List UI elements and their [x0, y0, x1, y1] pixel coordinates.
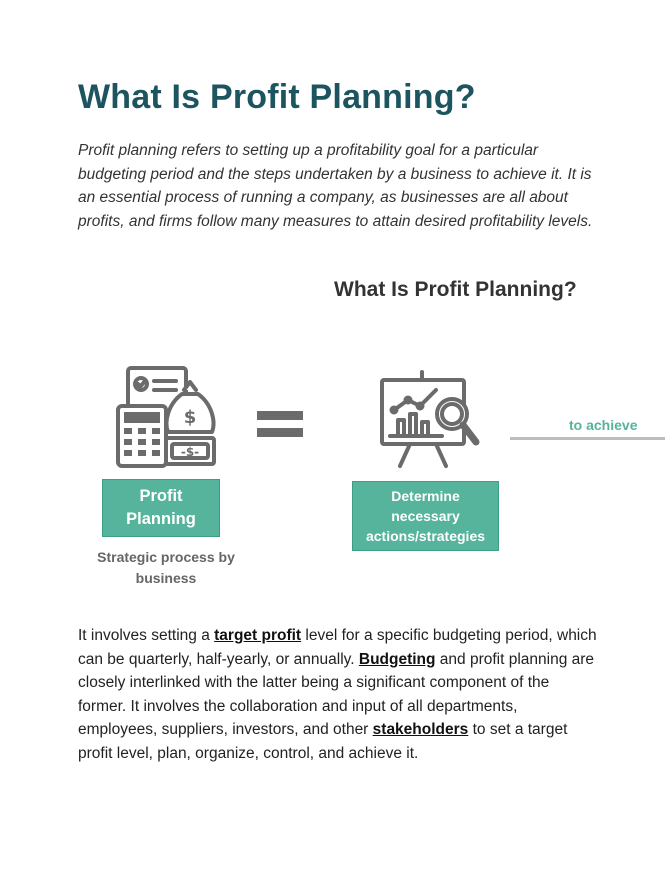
analysis-icon [380, 370, 480, 468]
finance-icon: $ -$- [116, 366, 216, 468]
connector-line [510, 437, 665, 440]
to-achieve-label: to achieve [569, 417, 638, 433]
determine-line3: actions/strategies [365, 528, 486, 544]
strategic-process-caption: Strategic process by business [90, 547, 242, 588]
caption-line2: business [135, 569, 197, 586]
body-segment-4: to set a target profit level, plan, orga… [78, 721, 568, 762]
stakeholders-link[interactable]: stakeholders [372, 721, 469, 738]
profit-planning-box: Profit Planning [102, 479, 220, 537]
infographic-title: What Is Profit Planning? [334, 278, 577, 301]
profit-planning-line2: Planning [126, 510, 196, 528]
intro-paragraph: Profit planning refers to setting up a p… [78, 142, 593, 230]
body-segment-1: It involves setting a [78, 627, 215, 644]
target-profit-link[interactable]: target profit [214, 627, 302, 644]
determine-line1: Determine [391, 488, 460, 504]
body-segment-3: and profit planning are closely interlin… [78, 650, 595, 739]
page-title: What Is Profit Planning? [78, 78, 476, 116]
equals-icon [257, 411, 303, 437]
body-segment-2: level for a specific budgeting period, w… [78, 627, 597, 668]
determine-line2: necessary [391, 508, 460, 524]
body-paragraph: It involves setting a target profit leve… [78, 624, 598, 765]
budgeting-link[interactable]: Budgeting [358, 650, 436, 668]
profit-planning-line1: Profit [139, 487, 183, 505]
svg-text:$: $ [184, 407, 197, 428]
determine-actions-box: Determine necessary actions/strategies [352, 481, 499, 551]
caption-line1: Strategic process by [97, 549, 235, 565]
svg-text:-$-: -$- [181, 445, 199, 459]
